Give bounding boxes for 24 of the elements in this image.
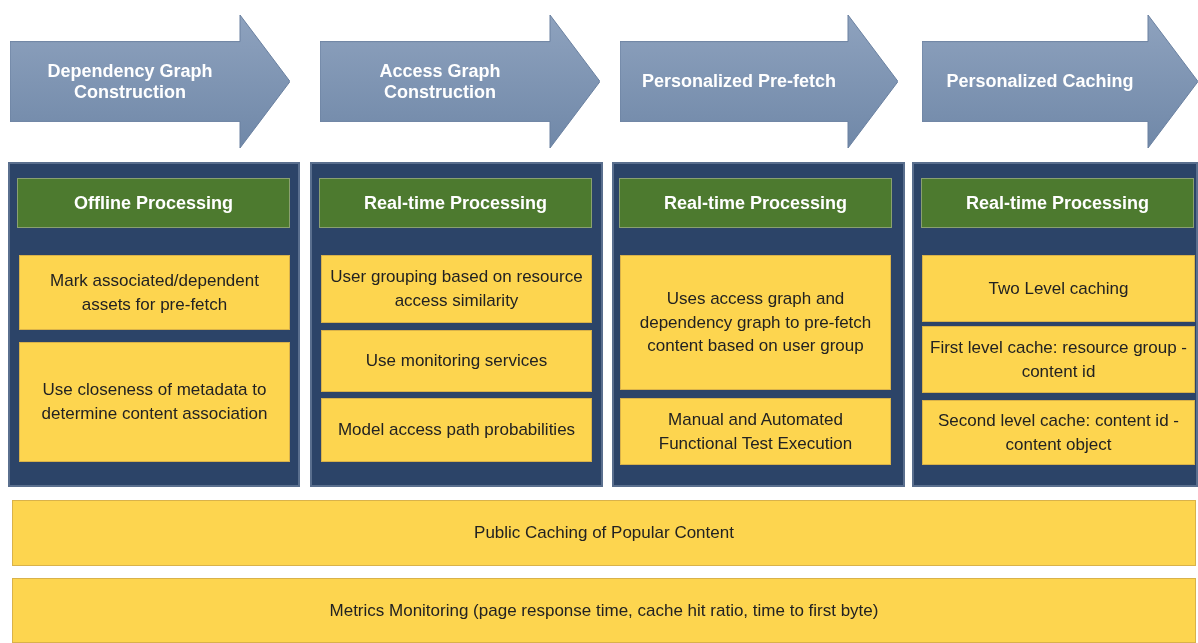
task-box: Manual and Automated Functional Test Execution — [620, 398, 891, 465]
task-box: Two Level caching — [922, 255, 1195, 322]
stage-title-banner: Dependency Graph Construction — [10, 15, 290, 148]
stage-header: Real-time Processing — [319, 178, 592, 228]
stage-title-banner: Access Graph Construction — [320, 15, 600, 148]
stage-panel — [8, 162, 300, 487]
cross-cutting-bar: Public Caching of Popular Content — [12, 500, 1196, 566]
stage-header: Real-time Processing — [619, 178, 892, 228]
task-box: Use monitoring services — [321, 330, 592, 392]
task-box: Second level cache: content id - content object — [922, 400, 1195, 465]
stage-title-banner: Personalized Caching — [922, 15, 1198, 148]
task-box: Use closeness of metadata to determine content association — [19, 342, 290, 462]
stage-panel — [912, 162, 1198, 487]
cross-cutting-bar: Metrics Monitoring (page response time, cache hit ratio, time to first byte) — [12, 578, 1196, 643]
task-box: Mark associated/dependent assets for pre-fetch — [19, 255, 290, 330]
stage-panel — [612, 162, 905, 487]
stage-title-banner: Personalized Pre-fetch — [620, 15, 898, 148]
stage-panel — [310, 162, 603, 487]
task-box: User grouping based on resource access similarity — [321, 255, 592, 323]
task-box: Model access path probabilities — [321, 398, 592, 462]
stage-header: Offline Processing — [17, 178, 290, 228]
task-box: First level cache: resource group - content id — [922, 326, 1195, 393]
stage-header: Real-time Processing — [921, 178, 1194, 228]
task-box: Uses access graph and dependency graph to pre-fetch content based on user group — [620, 255, 891, 390]
